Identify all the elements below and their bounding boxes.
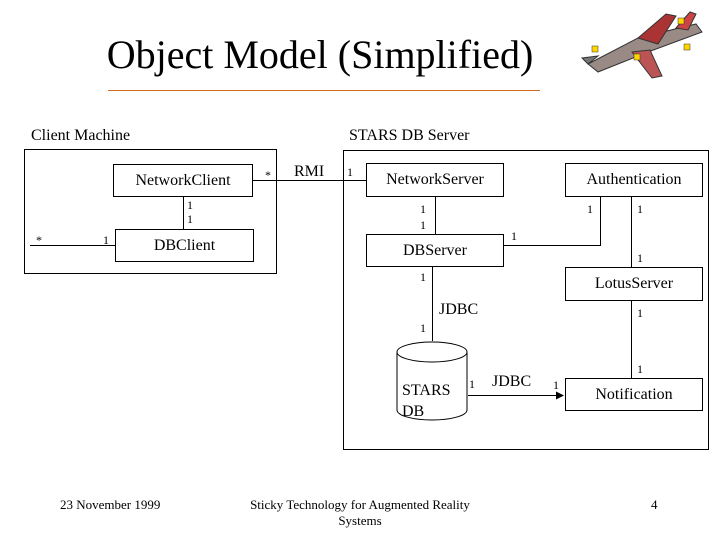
multiplicity-notif-up: 1	[637, 362, 643, 376]
network-server-node: NetworkServer	[366, 163, 504, 197]
multiplicity-nc-down: 1	[187, 198, 193, 212]
multiplicity-db-top: 1	[420, 321, 426, 335]
multiplicity-dbs-right: 1	[511, 229, 517, 243]
multiplicity-auth-right: 1	[637, 202, 643, 216]
client-machine-frame	[24, 149, 277, 274]
stars-db-label-line2: DB	[402, 403, 425, 420]
stars-db-label-line1: STARS	[402, 382, 451, 399]
jdbc-label-1: JDBC	[439, 301, 479, 318]
footer-date: 23 November 1999	[60, 497, 161, 512]
footer-title: Sticky Technology for Augmented Reality …	[250, 497, 470, 528]
multiplicity-dbc-left: 1	[103, 233, 109, 247]
multiplicity-dbs-down: 1	[420, 270, 426, 284]
multiplicity-server-rmi: 1	[347, 165, 353, 179]
db-client-node: DBClient	[115, 229, 254, 262]
multiplicity-auth-left: 1	[587, 202, 593, 216]
multiplicity-ns-down: 1	[420, 202, 426, 216]
jet-aircraft-image	[580, 11, 703, 79]
multiplicity-lotus-up: 1	[637, 251, 643, 265]
notification-node: Notification	[565, 378, 703, 411]
stars-db-server-frame	[343, 150, 709, 450]
multiplicity-notif-left: 1	[553, 378, 559, 392]
multiplicity-lotus-down: 1	[637, 306, 643, 320]
multiplicity-external-many: *	[36, 233, 42, 247]
title-underline	[108, 90, 540, 91]
authentication-node: Authentication	[565, 163, 703, 197]
dbs-auth-connector	[504, 197, 601, 246]
page-number: 4	[651, 497, 658, 512]
multiplicity-dbs-up: 1	[420, 218, 426, 232]
multiplicity-db-right: 1	[469, 377, 475, 391]
multiplicity-dbc-up: 1	[187, 212, 193, 226]
multiplicity-client-rmi: *	[265, 168, 271, 182]
stars-db-cylinder	[396, 341, 468, 421]
lotus-server-node: LotusServer	[565, 267, 703, 301]
slide-title: Object Model (Simplified)	[106, 32, 534, 77]
stars-db-server-label: STARS DB Server	[349, 127, 470, 144]
rmi-label: RMI	[294, 163, 325, 180]
client-machine-label: Client Machine	[31, 127, 131, 144]
db-server-node: DBServer	[366, 234, 504, 267]
jdbc-label-2: JDBC	[492, 373, 532, 390]
network-client-node: NetworkClient	[113, 164, 253, 197]
